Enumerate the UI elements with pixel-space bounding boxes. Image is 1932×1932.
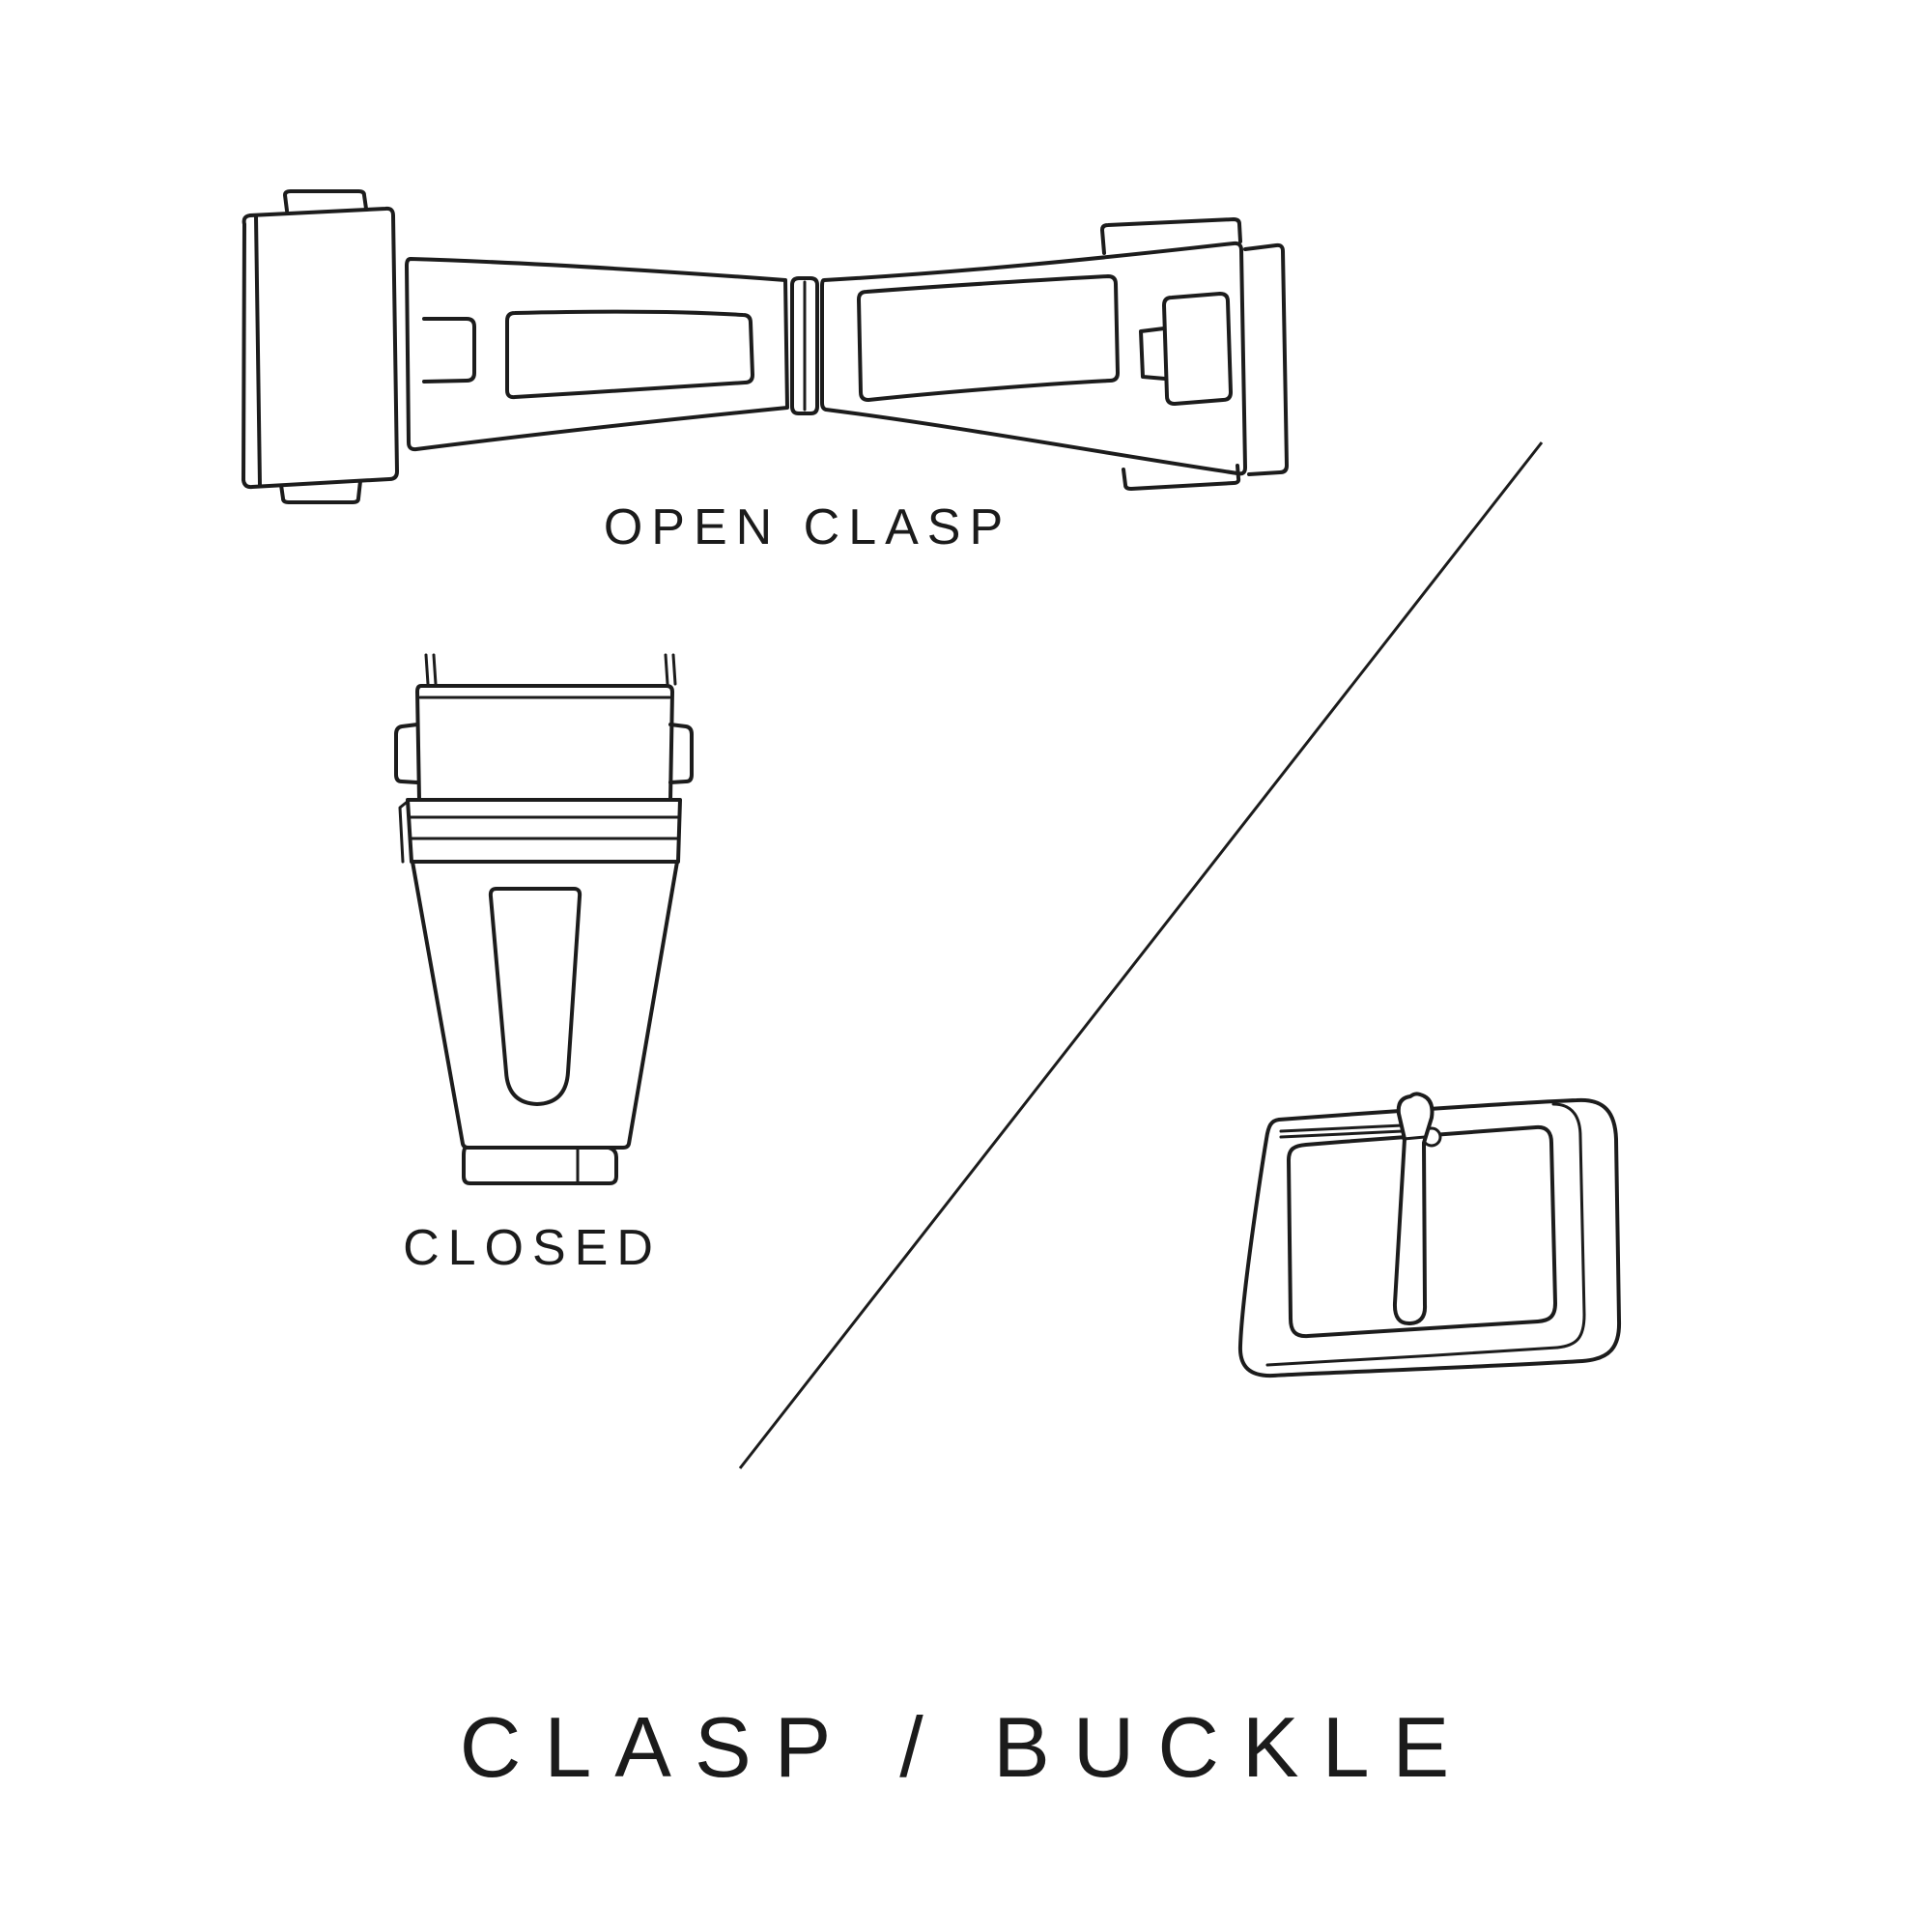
closed-clasp-label: CLOSED — [403, 1220, 662, 1276]
page-title: CLASP / BUCKLE — [459, 1699, 1473, 1795]
open-clasp-label: OPEN CLASP — [603, 499, 1012, 555]
open-clasp-illustration — [242, 189, 1289, 504]
tang-buckle-illustration — [1237, 1092, 1622, 1378]
closed-clasp-illustration — [394, 653, 694, 1185]
